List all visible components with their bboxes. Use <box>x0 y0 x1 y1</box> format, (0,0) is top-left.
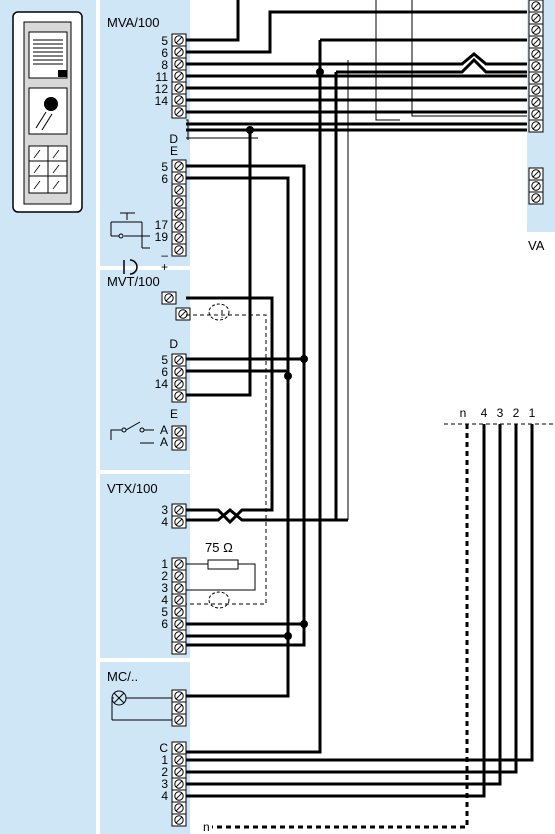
mva-term-label: 5 <box>161 160 168 174</box>
mva-term-label: 14 <box>155 94 169 108</box>
mvt-terminal-labels: D 5 6 14 E A A <box>155 337 179 449</box>
mvt-term-label: 6 <box>161 365 168 379</box>
mc-title: MC/.. <box>107 669 138 684</box>
panel-dividers <box>96 0 190 834</box>
mvt-term-label: 14 <box>155 377 169 391</box>
bus-label: n <box>460 406 467 420</box>
mva-title: MVA/100 <box>107 15 160 30</box>
mvt-sep-e: E <box>170 407 178 421</box>
vtx-title: VTX/100 <box>107 481 158 496</box>
vtx-term-label: 3 <box>161 503 168 517</box>
va-label: VA <box>528 238 545 253</box>
bus-label: 1 <box>529 406 536 420</box>
mvt-term-label: A <box>160 423 168 437</box>
junction-dots <box>246 68 324 640</box>
mva-term-label: + <box>161 260 168 274</box>
vtx-term-label: 4 <box>161 515 168 529</box>
mc-term-label: 3 <box>161 777 168 791</box>
heavy-wires <box>186 0 534 798</box>
mva-term-label: 8 <box>161 58 168 72</box>
thin-wires <box>186 0 527 521</box>
vtx-term-label: 5 <box>161 605 168 619</box>
mva-term-label: 17 <box>155 218 169 232</box>
door-contact-icon <box>110 421 154 444</box>
resistor-label: 75 Ω <box>205 540 233 555</box>
mva-sep-d: D <box>169 132 178 146</box>
mc-term-label: 4 <box>161 789 168 803</box>
vtx-term-label: 4 <box>161 593 168 607</box>
vtx-term-label: 2 <box>161 569 168 583</box>
bus-label: 2 <box>513 406 520 420</box>
bottom-n-label: n <box>203 820 210 834</box>
mc-term-label: 2 <box>161 765 168 779</box>
mva-terminal-labels: 5 6 8 11 12 14 D E 5 6 17 19 – + <box>155 34 179 274</box>
vtx-term-label: 3 <box>161 581 168 595</box>
vtx-terminal-labels: 3 4 1 2 3 4 5 6 <box>161 503 168 631</box>
mva-term-label: 6 <box>161 172 168 186</box>
vtx-term-label: 6 <box>161 617 168 631</box>
mc-terminal-labels: C 1 2 3 4 <box>159 741 168 803</box>
bus-label: 3 <box>497 406 504 420</box>
mc-term-label: 1 <box>161 753 168 767</box>
lamp-icon <box>111 690 172 721</box>
mva-term-label: 19 <box>155 230 169 244</box>
resistor-icon <box>186 559 256 591</box>
push-button-icon <box>110 212 150 249</box>
mva-sep-e: E <box>170 144 178 158</box>
dashed-wires <box>186 310 555 605</box>
vtx-term-label: 1 <box>161 557 168 571</box>
mvt-title: MVT/100 <box>107 274 160 289</box>
bus-label: 4 <box>481 406 488 420</box>
shield-loops <box>208 303 230 609</box>
door-panel-icon <box>12 11 83 213</box>
lock-release-icon <box>123 259 138 275</box>
mva-term-label: 11 <box>156 70 169 84</box>
mvt-term-label: 5 <box>161 353 168 367</box>
mc-term-label: C <box>159 741 168 755</box>
mva-term-label: 12 <box>155 82 169 96</box>
mva-term-label: 5 <box>161 34 168 48</box>
mva-term-label: – <box>161 248 168 262</box>
mvt-sep-d: D <box>169 337 178 351</box>
mvt-term-label: A <box>160 435 168 449</box>
bus-labels: n 4 3 2 1 <box>460 406 536 420</box>
mva-term-label: 6 <box>161 46 168 60</box>
